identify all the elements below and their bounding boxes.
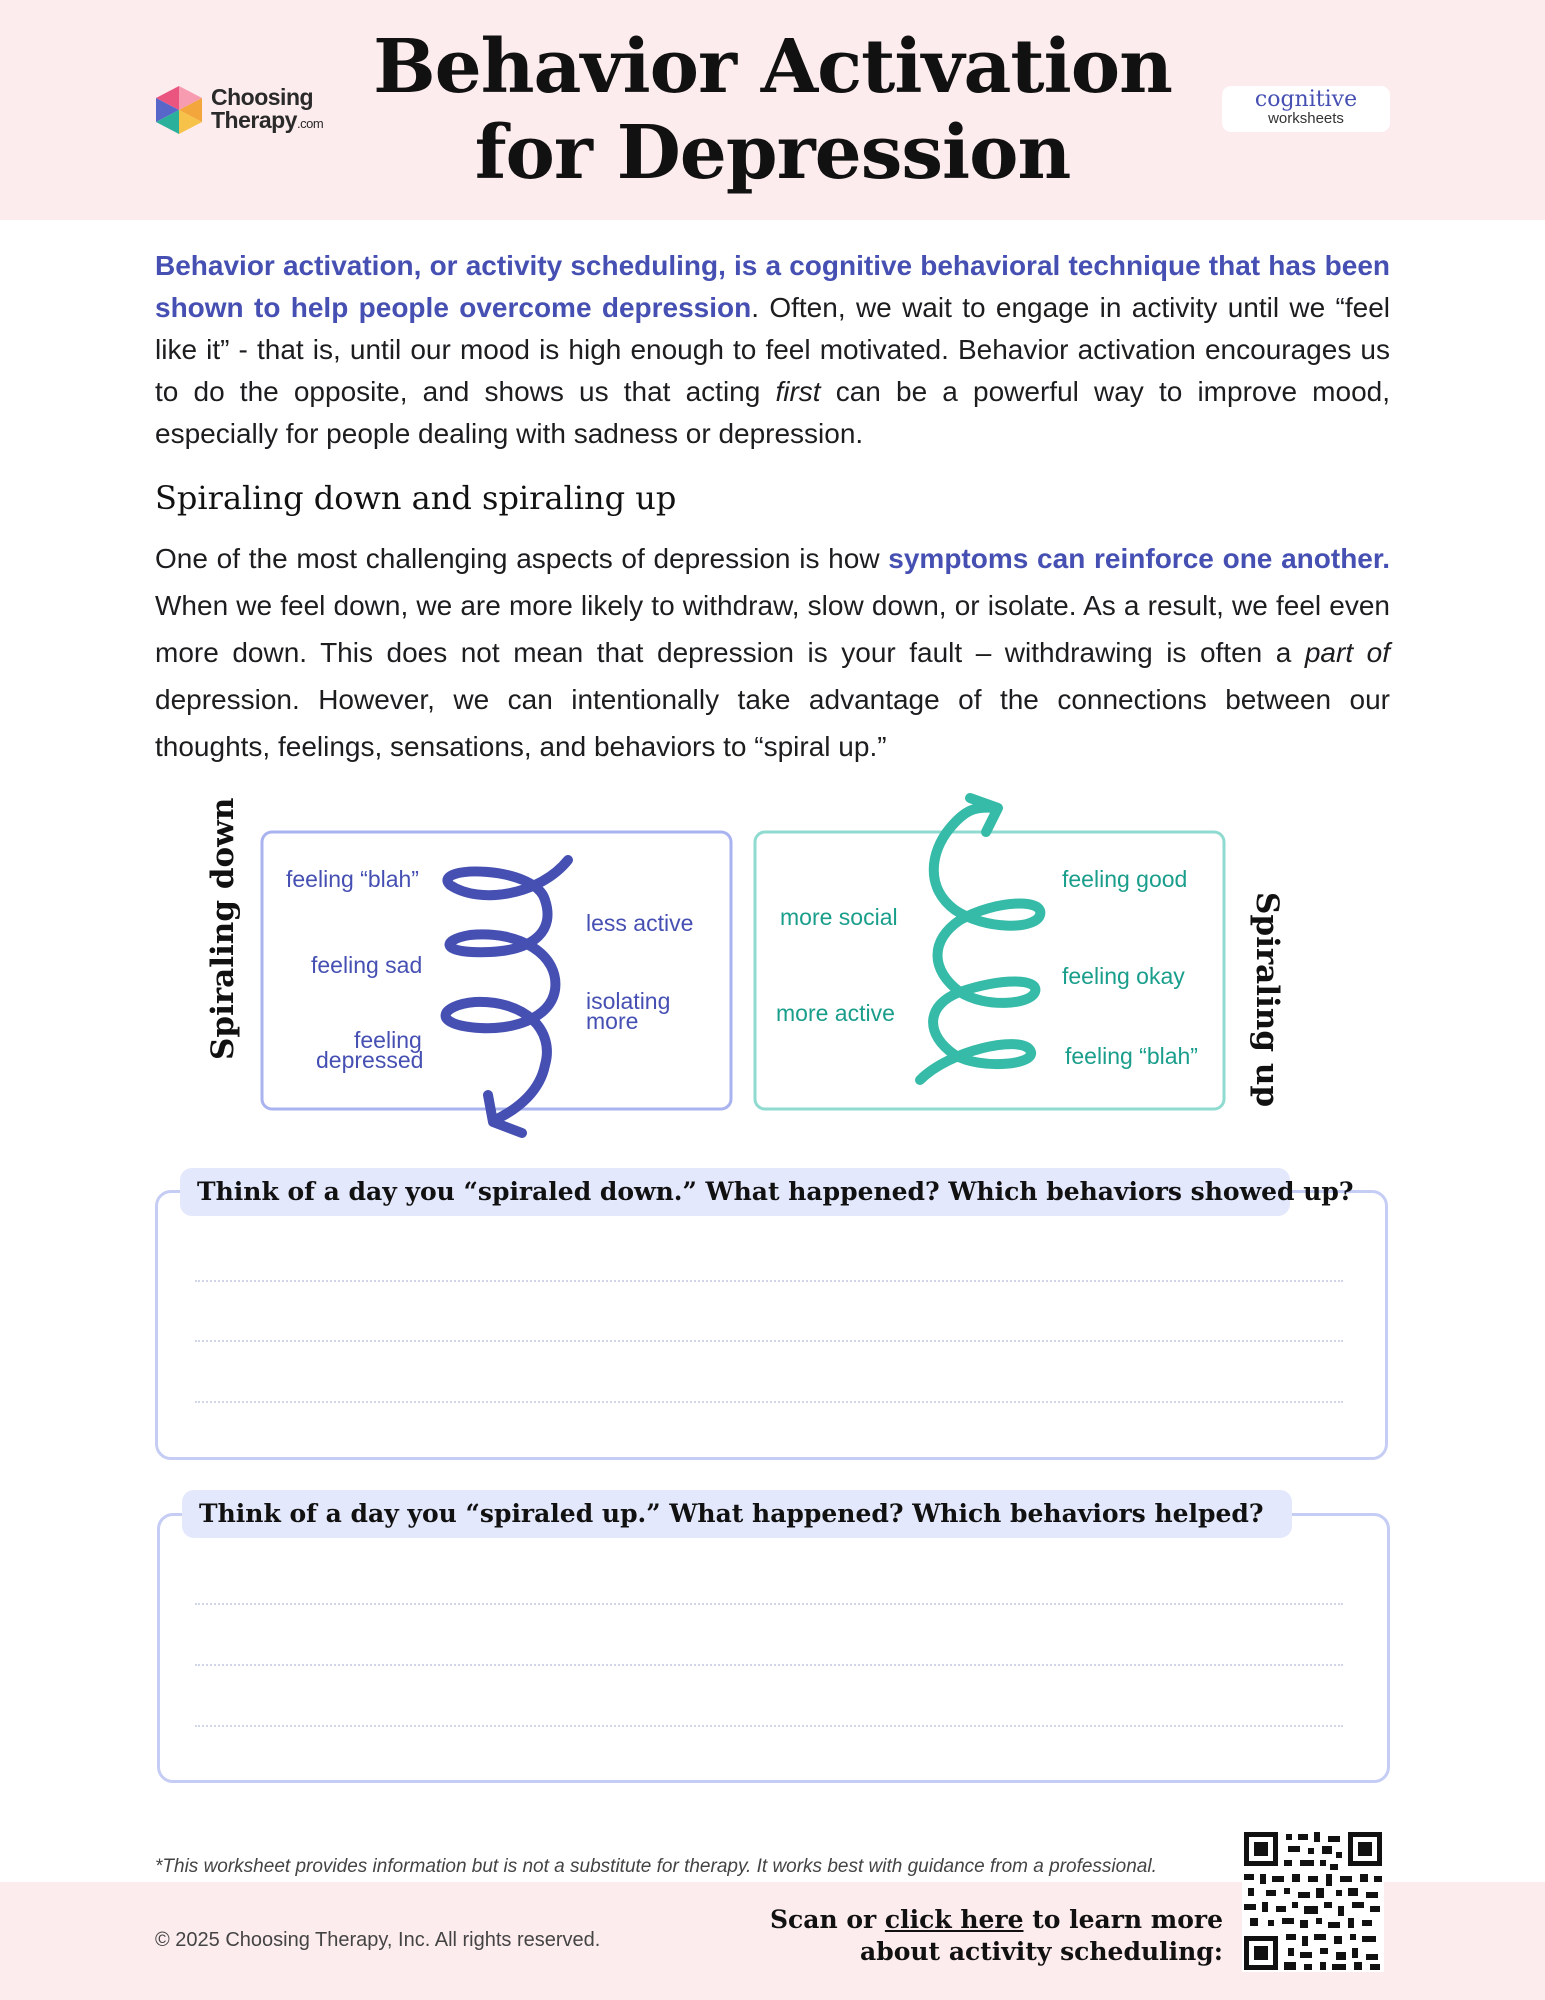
section-text-c: depression. However, we can intentionall… [155,684,1390,762]
section-text-b: When we feel down, we are more likely to… [155,590,1390,668]
section-paragraph: One of the most challenging aspects of d… [155,535,1390,770]
section-heading: Spiraling down and spiraling up [155,479,677,517]
up-more-social: more social [780,904,898,930]
spiral-diagram-graphics [260,793,1226,1138]
logo-line-1: Choosing [211,84,314,110]
intro-paragraph: Behavior activation, or activity schedul… [155,245,1390,455]
down-less-active: less active [586,910,694,936]
title-line-2: for Depression [474,110,1072,196]
up-feeling-good: feeling good [1062,866,1188,892]
scan-text-line2: about activity scheduling: [860,1937,1223,1966]
question-1-prompt: Think of a day you “spiraled down.” What… [180,1168,1354,1216]
intro-text-a: . Often, we wait to engage in activity u… [155,292,1390,407]
intro-text-b: can be a powerful way to improve mood, e… [155,376,1390,449]
copyright: © 2025 Choosing Therapy, Inc. All rights… [155,1929,601,1951]
up-more-active: more active [776,1000,895,1026]
scan-callout: Scan or click here to learn more about a… [723,1904,1223,1968]
intro-emphasis: first [775,376,821,407]
spiral-up-icon [915,802,1046,1085]
spiral-diagram: Spiraling down Spiraling up feeling “bla… [0,780,1545,1150]
intro-highlight: Behavior activation, or activity schedul… [155,250,1390,323]
spiraling-up-title: Spiraling up [1249,892,1285,1108]
qr-code-icon[interactable] [1242,1830,1384,1972]
question-1-writing-line[interactable] [195,1340,1343,1342]
down-isolating-line1: isolating [586,988,671,1014]
logo-hexagon-icon [156,86,202,134]
cognitive-worksheets-badge[interactable]: cognitive worksheets [1222,86,1390,132]
choosing-therapy-logo[interactable]: Choosing Therapy.com [153,84,353,140]
up-feeling-okay: feeling okay [1062,963,1185,989]
section-highlight: symptoms can reinforce one another. [888,543,1391,574]
scan-text-b: to learn more [1023,1905,1223,1934]
down-isolating-line2: more [586,1008,639,1034]
badge-line-2: worksheets [1268,110,1344,127]
question-2-answer-area[interactable] [157,1513,1390,1783]
question-2-writing-line[interactable] [195,1664,1343,1666]
question-1-writing-line[interactable] [195,1280,1343,1282]
question-2-writing-line[interactable] [195,1603,1343,1605]
title-line-1: Behavior Activation [373,24,1173,110]
up-feeling-blah: feeling “blah” [1065,1043,1198,1069]
spiral-up-arrowhead-icon [965,793,1003,837]
page-title: Behavior Activation for Depression [330,24,1215,196]
spiral-down-arrowhead-icon [483,1090,527,1138]
question-2-prompt: Think of a day you “spiraled up.” What h… [182,1490,1292,1538]
badge-line-1: cognitive [1254,87,1358,112]
spiraling-down-title: Spiraling down [205,797,241,1060]
down-feeling-depressed-line1: feeling [354,1027,422,1053]
disclaimer: *This worksheet provides information but… [155,1856,1157,1877]
logo-suffix: .com [296,116,324,131]
question-1-writing-line[interactable] [195,1401,1343,1403]
spiral-down-icon [440,855,573,1125]
scan-text-a: Scan or [769,1905,885,1934]
logo-line-2: Therapy [211,107,297,133]
down-feeling-blah: feeling “blah” [286,866,419,892]
down-feeling-depressed-line2: depressed [316,1047,424,1073]
section-text-a: One of the most challenging aspects of d… [155,543,889,574]
click-here-link[interactable]: click here [884,1905,1024,1934]
question-1-answer-area[interactable] [155,1190,1388,1460]
spiral-down-box [260,830,733,1111]
logo-wordmark: Choosing Therapy.com [211,84,324,135]
question-2-writing-line[interactable] [195,1725,1343,1727]
section-emphasis: part of [1304,637,1390,668]
down-feeling-sad: feeling sad [311,952,423,978]
header-band: Choosing Therapy.com Behavior Activation… [0,0,1545,220]
